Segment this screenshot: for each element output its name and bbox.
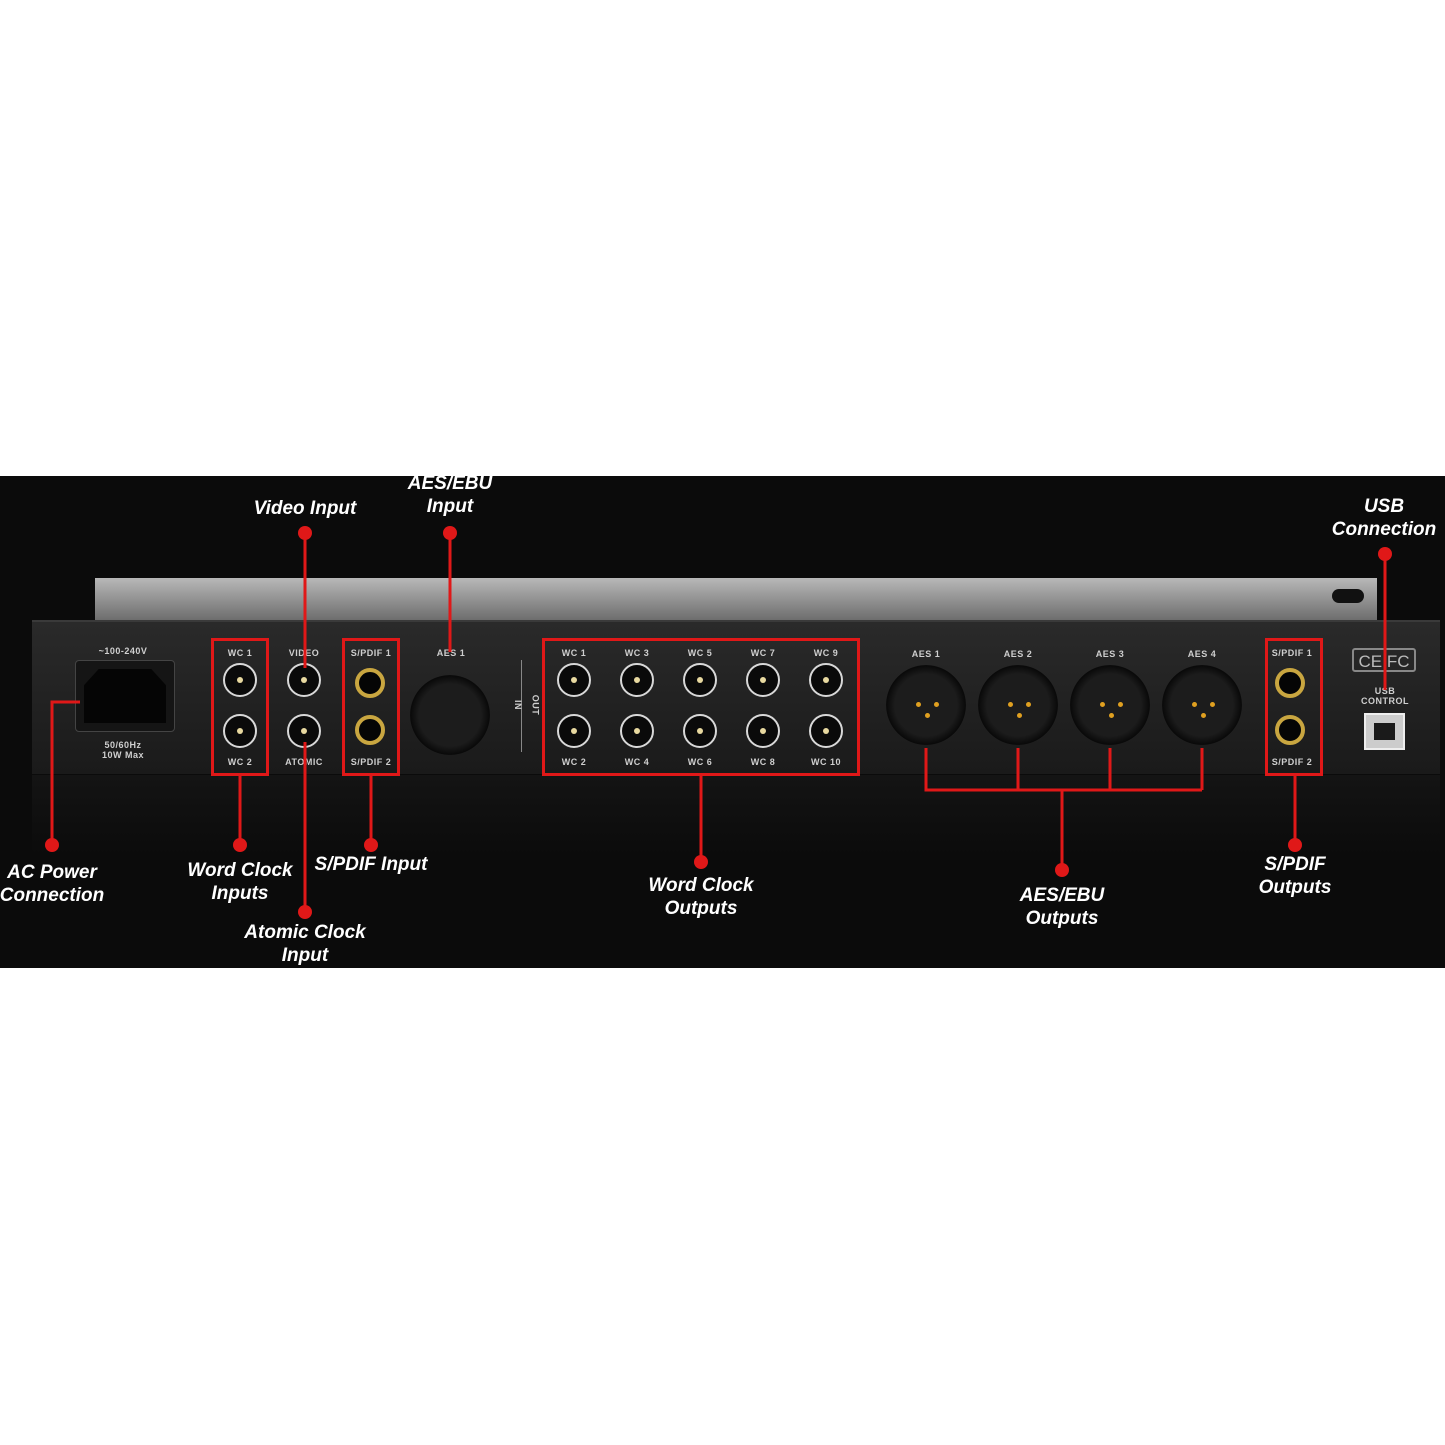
xlr-pin	[934, 702, 939, 707]
xlr-pin	[1118, 702, 1123, 707]
wc-input-highlight	[211, 638, 269, 776]
spdif-in-label: S/PDIF 1	[350, 648, 392, 658]
aes-output-xlr	[886, 665, 966, 745]
wc-output-bnc	[746, 663, 780, 697]
spdif-output-highlight	[1265, 638, 1323, 776]
usb-control-label: CONTROL	[1361, 696, 1409, 706]
xlr-pin	[1008, 702, 1013, 707]
spdif-in-label: S/PDIF 2	[350, 757, 392, 767]
ac-voltage-label: ~100-240V	[98, 646, 148, 656]
wc-output-bnc	[557, 714, 591, 748]
wc-output-bnc	[683, 714, 717, 748]
usb-port	[1364, 713, 1405, 750]
panel-reflection	[32, 775, 1440, 855]
spdif-out-label: S/PDIF 1	[1271, 648, 1313, 658]
wc-out-label: WC 10	[810, 757, 842, 767]
wc-out-label: WC 7	[750, 648, 776, 658]
aes-output-xlr	[1162, 665, 1242, 745]
wc-out-label: WC 3	[624, 648, 650, 658]
wc-out-label: WC 8	[750, 757, 776, 767]
aes-out-label: AES 3	[1095, 649, 1125, 659]
ac-power-inlet	[75, 660, 175, 732]
wc-output-bnc	[683, 663, 717, 697]
wc-out-label: WC 5	[687, 648, 713, 658]
callout-spdif-input: S/PDIF Input	[314, 854, 428, 875]
wc-out-label: WC 6	[687, 757, 713, 767]
xlr-pin	[1201, 713, 1206, 718]
xlr-pin	[1026, 702, 1031, 707]
wc-in-label: WC 2	[227, 757, 253, 767]
wc-output-bnc	[746, 714, 780, 748]
ac-power-label: 10W Max	[101, 750, 145, 760]
rack-top-lip	[95, 578, 1377, 622]
wc-output-bnc	[620, 663, 654, 697]
wc-out-label: WC 1	[561, 648, 587, 658]
wc-in-label: WC 1	[227, 648, 253, 658]
aes-in-label: AES 1	[436, 648, 466, 658]
wc-output-bnc	[809, 714, 843, 748]
spdif-input-highlight	[342, 638, 400, 776]
aes-out-label: AES 4	[1187, 649, 1217, 659]
xlr-pin	[925, 713, 930, 718]
spdif-out-label: S/PDIF 2	[1271, 757, 1313, 767]
spdif-output-rca	[1275, 668, 1305, 698]
in-out-divider	[521, 660, 522, 752]
aes-input-connector	[410, 675, 490, 755]
spdif-output-rca	[1275, 715, 1305, 745]
aes-out-label: AES 1	[911, 649, 941, 659]
rack-slot	[1332, 589, 1364, 603]
xlr-pin	[1210, 702, 1215, 707]
aes-output-xlr	[978, 665, 1058, 745]
spdif-input-rca	[355, 715, 385, 745]
callout-video-input: Video Input	[253, 498, 357, 519]
aes-output-xlr	[1070, 665, 1150, 745]
wc-output-bnc	[620, 714, 654, 748]
spdif-input-rca	[355, 668, 385, 698]
xlr-pin	[1109, 713, 1114, 718]
wc-output-bnc	[809, 663, 843, 697]
wc-output-bnc	[557, 663, 591, 697]
wc-out-label: WC 9	[813, 648, 839, 658]
aes-out-label: AES 2	[1003, 649, 1033, 659]
ac-freq-label: 50/60Hz	[104, 740, 142, 750]
xlr-pin	[1100, 702, 1105, 707]
xlr-pin	[1192, 702, 1197, 707]
usb-label: USB	[1374, 686, 1396, 696]
wc-input-bnc	[223, 663, 257, 697]
wc-out-label: WC 2	[561, 757, 587, 767]
wc-output-highlight	[542, 638, 860, 776]
xlr-pin	[916, 702, 921, 707]
video-bnc	[287, 663, 321, 697]
wc-out-label: WC 4	[624, 757, 650, 767]
xlr-pin	[1017, 713, 1022, 718]
wc-input-bnc	[223, 714, 257, 748]
